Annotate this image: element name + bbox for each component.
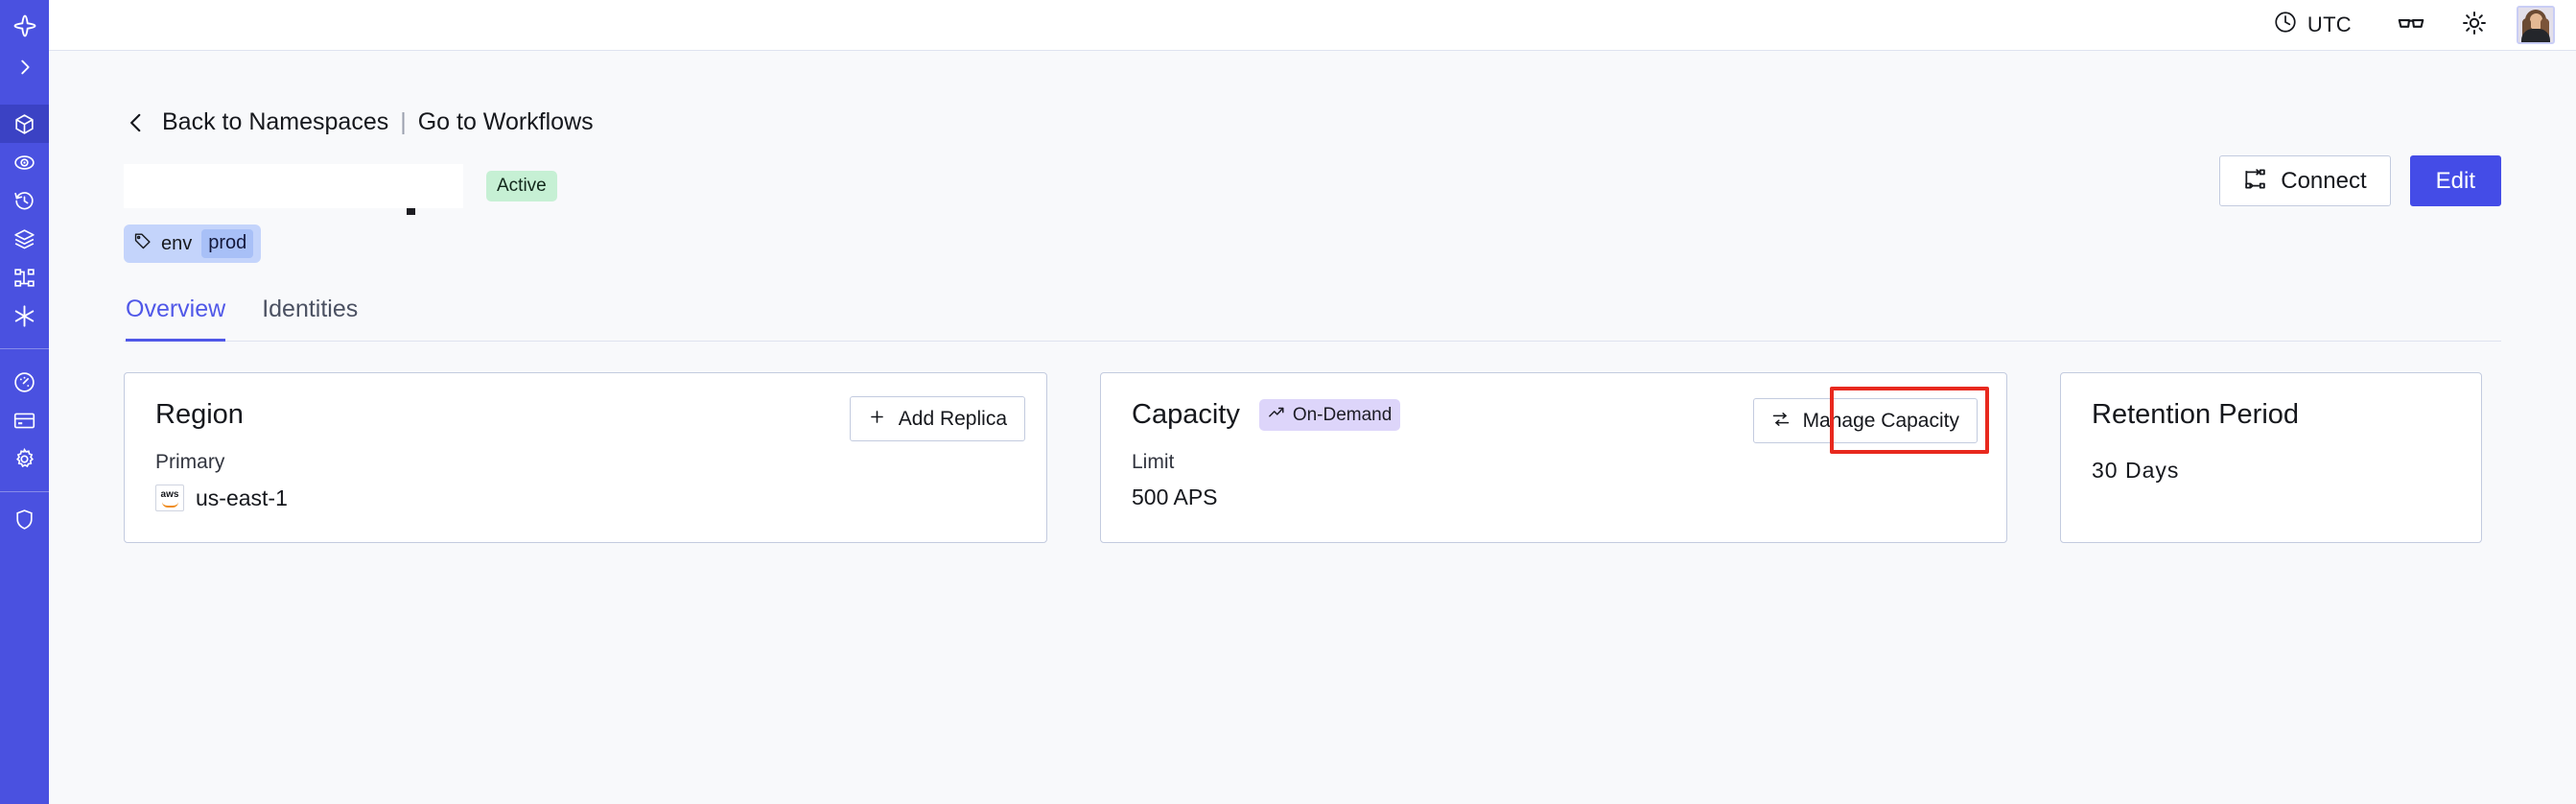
sidebar-item-observability[interactable] [0, 143, 49, 181]
region-primary-label: Primary [155, 451, 225, 473]
namespace-name-artifact [407, 208, 415, 215]
sidebar-divider-1 [0, 348, 49, 349]
node-graph-icon [12, 266, 36, 290]
sidebar-item-stack[interactable] [0, 220, 49, 258]
capacity-card-title: Capacity [1132, 399, 1240, 430]
sidebar-item-settings[interactable] [0, 439, 49, 478]
plus-icon [868, 408, 886, 430]
manage-capacity-button[interactable]: Manage Capacity [1752, 398, 1978, 443]
namespace-tags: env prod [124, 225, 2501, 263]
overview-cards: Region Add Replica Primary [124, 372, 2501, 543]
retention-card-head: Retention Period [2092, 399, 2452, 431]
clock-rewind-icon [12, 189, 36, 213]
timezone-label: UTC [2307, 12, 2352, 36]
layers-icon [12, 227, 36, 251]
trending-up-icon [1268, 404, 1285, 425]
aws-icon: aws [155, 485, 184, 511]
timezone-selector[interactable]: UTC [2273, 10, 2352, 40]
on-demand-label: On-Demand [1292, 404, 1393, 425]
connect-icon [2243, 167, 2267, 196]
sidebar-item-nexus[interactable] [0, 296, 49, 335]
sidebar-expand-button[interactable] [0, 47, 49, 87]
credit-card-icon [12, 409, 36, 433]
manage-capacity-label: Manage Capacity [1802, 410, 1959, 432]
chevron-left-icon[interactable] [124, 110, 149, 135]
capacity-limit-value: 500 APS [1132, 485, 1218, 509]
chevron-right-icon [14, 57, 35, 78]
breadcrumb-workflows-link[interactable]: Go to Workflows [417, 108, 594, 135]
breadcrumb-back-link[interactable]: Back to Namespaces [162, 108, 389, 135]
capacity-card: Capacity On-Demand [1100, 372, 2007, 543]
capacity-limit-label: Limit [1132, 451, 1175, 473]
breadcrumb: Back to Namespaces | Go to Workflows [124, 51, 2501, 136]
eye-icon [12, 151, 36, 175]
sliders-icon [1771, 410, 1791, 433]
add-replica-button[interactable]: Add Replica [849, 396, 1025, 441]
avatar[interactable] [2517, 6, 2555, 44]
tab-overview[interactable]: Overview [126, 296, 226, 342]
edit-button[interactable]: Edit [2409, 155, 2501, 206]
retention-card-title: Retention Period [2092, 399, 2300, 430]
temporal-logo-icon [12, 12, 38, 39]
on-demand-badge: On-Demand [1258, 399, 1401, 431]
retention-card: Retention Period 30 Days [2060, 372, 2482, 543]
tag-value: prod [201, 229, 254, 258]
sidebar-item-logo[interactable] [0, 5, 49, 47]
edit-button-label: Edit [2435, 167, 2475, 194]
region-card-title: Region [155, 399, 244, 430]
sidebar-item-workflows[interactable] [0, 258, 49, 296]
page-content: Back to Namespaces | Go to Workflows Act… [49, 51, 2576, 804]
region-value-row: aws us-east-1 [155, 485, 1018, 511]
aws-icon-text: aws [160, 489, 179, 500]
sidebar-item-namespaces[interactable] [0, 105, 49, 143]
clock-icon [2273, 10, 2298, 40]
sidebar-item-account[interactable] [0, 500, 49, 538]
namespace-name-redacted [124, 164, 463, 208]
sidebar-item-schedules[interactable] [0, 181, 49, 220]
tab-bar: Overview Identities [124, 296, 2501, 342]
capacity-card-head: Capacity On-Demand [1132, 399, 1978, 431]
gauge-icon [12, 370, 36, 394]
asterisk-icon [12, 303, 37, 329]
sidebar-item-billing[interactable] [0, 401, 49, 439]
tag-icon [133, 232, 152, 256]
region-card: Region Add Replica Primary [124, 372, 1047, 543]
sidebar-divider-2 [0, 491, 49, 492]
connect-button-label: Connect [2281, 167, 2367, 194]
namespace-title-row: Active [124, 155, 2501, 215]
status-badge: Active [486, 171, 557, 201]
tag-key: env [161, 232, 193, 254]
reading-mode-button[interactable] [2390, 4, 2432, 46]
sidebar-item-usage[interactable] [0, 363, 49, 401]
theme-toggle-button[interactable] [2453, 4, 2495, 46]
cube-icon [12, 112, 36, 136]
glasses-icon [2397, 9, 2425, 42]
sidebar-nav [0, 0, 49, 804]
gear-icon [12, 447, 36, 471]
shield-icon [12, 508, 36, 532]
connect-button[interactable]: Connect [2219, 155, 2391, 206]
breadcrumb-separator: | [400, 108, 407, 135]
tab-identities[interactable]: Identities [262, 296, 359, 322]
region-card-head: Region [155, 399, 1018, 431]
tag-chip[interactable]: env prod [124, 225, 262, 263]
top-bar: UTC [49, 0, 2576, 51]
sun-icon [2461, 10, 2488, 41]
namespace-actions: Connect Edit [2219, 155, 2501, 206]
region-value: us-east-1 [196, 485, 288, 510]
add-replica-label: Add Replica [898, 408, 1007, 430]
retention-value: 30 Days [2092, 458, 2180, 483]
main-region: UTC [49, 0, 2576, 804]
